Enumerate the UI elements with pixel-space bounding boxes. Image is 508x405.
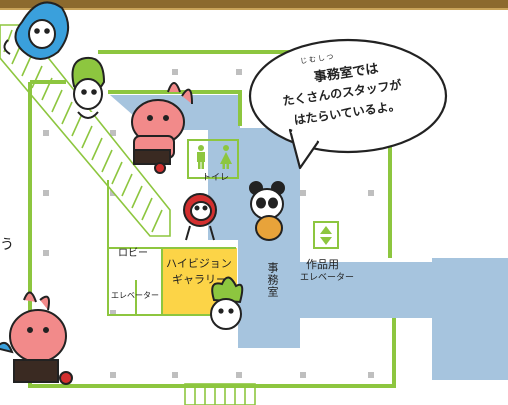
speech-bubble [248,38,448,170]
elevator-label: エレベーター [111,291,159,300]
restroom-label: トイレ [202,173,230,183]
pink-rabbit-character-2 [0,291,73,385]
sprout-character [210,276,244,330]
restroom-female-icon [220,145,232,169]
restroom-male-icon [197,145,205,169]
leaf-character [71,56,106,119]
pink-rabbit-character [131,82,193,174]
red-character [183,193,217,241]
top-frame-bar [0,0,508,10]
hivision-gallery-label-1: ハイビジョン [166,257,232,270]
office-label: 事務室 [266,262,279,298]
lobby-label: ロビー [118,248,148,259]
office-area [110,95,508,380]
hivision-gallery-label-2: ギャラリー [172,273,227,286]
left-edge-partial-text: う [0,237,14,253]
artwork-elevator-label-2: エレベーター [300,273,355,283]
elevator-up-down-icon [320,226,332,245]
artwork-elevator-label-1: 作品用 [306,258,339,271]
raindrop-character [3,1,69,60]
panda-character [249,181,285,241]
